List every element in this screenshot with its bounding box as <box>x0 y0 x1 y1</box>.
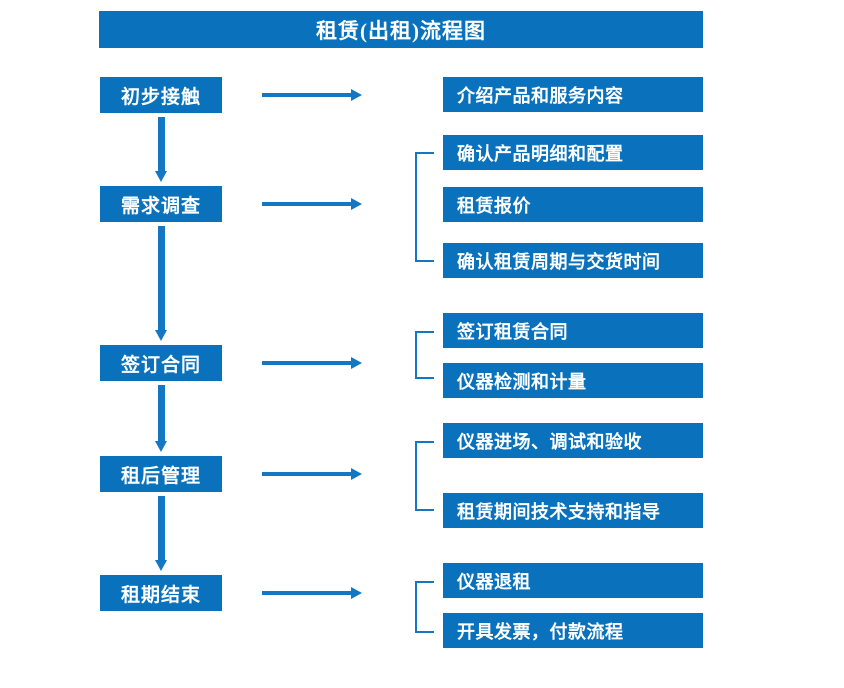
group-bracket-sign-contract <box>415 331 434 379</box>
right-arrow-icon-1 <box>262 89 362 101</box>
detail-box-invoice-payment[interactable]: 开具发票，付款流程 <box>443 613 703 648</box>
stage-box-initial-contact[interactable]: 初步接触 <box>100 77 222 113</box>
down-arrow-icon-4 <box>155 496 168 571</box>
down-arrow-icon-1 <box>155 117 168 182</box>
detail-box-introduce-products[interactable]: 介绍产品和服务内容 <box>443 77 703 112</box>
stage-box-needs-survey[interactable]: 需求调查 <box>100 186 222 222</box>
detail-box-confirm-product-details[interactable]: 确认产品明细和配置 <box>443 135 703 170</box>
chart-title: 租赁(出租)流程图 <box>99 11 703 48</box>
detail-box-instrument-return[interactable]: 仪器退租 <box>443 563 703 598</box>
down-arrow-icon-2 <box>155 226 168 341</box>
detail-box-confirm-rental-period[interactable]: 确认租赁周期与交货时间 <box>443 243 703 278</box>
right-arrow-icon-4 <box>262 468 362 480</box>
down-arrow-icon-3 <box>155 385 168 452</box>
group-bracket-needs-survey <box>415 152 434 262</box>
stage-box-post-rental-management[interactable]: 租后管理 <box>100 456 222 492</box>
stage-box-rental-end[interactable]: 租期结束 <box>100 575 222 611</box>
stage-box-sign-contract[interactable]: 签订合同 <box>100 345 222 381</box>
right-arrow-icon-3 <box>262 357 362 369</box>
group-bracket-post-rental-management <box>415 441 434 511</box>
group-bracket-rental-end <box>415 581 434 633</box>
detail-box-instrument-inspection[interactable]: 仪器检测和计量 <box>443 363 703 398</box>
right-arrow-icon-2 <box>262 198 362 210</box>
detail-box-instrument-delivery[interactable]: 仪器进场、调试和验收 <box>443 423 703 458</box>
detail-box-technical-support[interactable]: 租赁期间技术支持和指导 <box>443 493 703 528</box>
detail-box-rental-quote[interactable]: 租赁报价 <box>443 187 703 222</box>
right-arrow-icon-5 <box>262 587 362 599</box>
detail-box-sign-rental-contract[interactable]: 签订租赁合同 <box>443 313 703 348</box>
